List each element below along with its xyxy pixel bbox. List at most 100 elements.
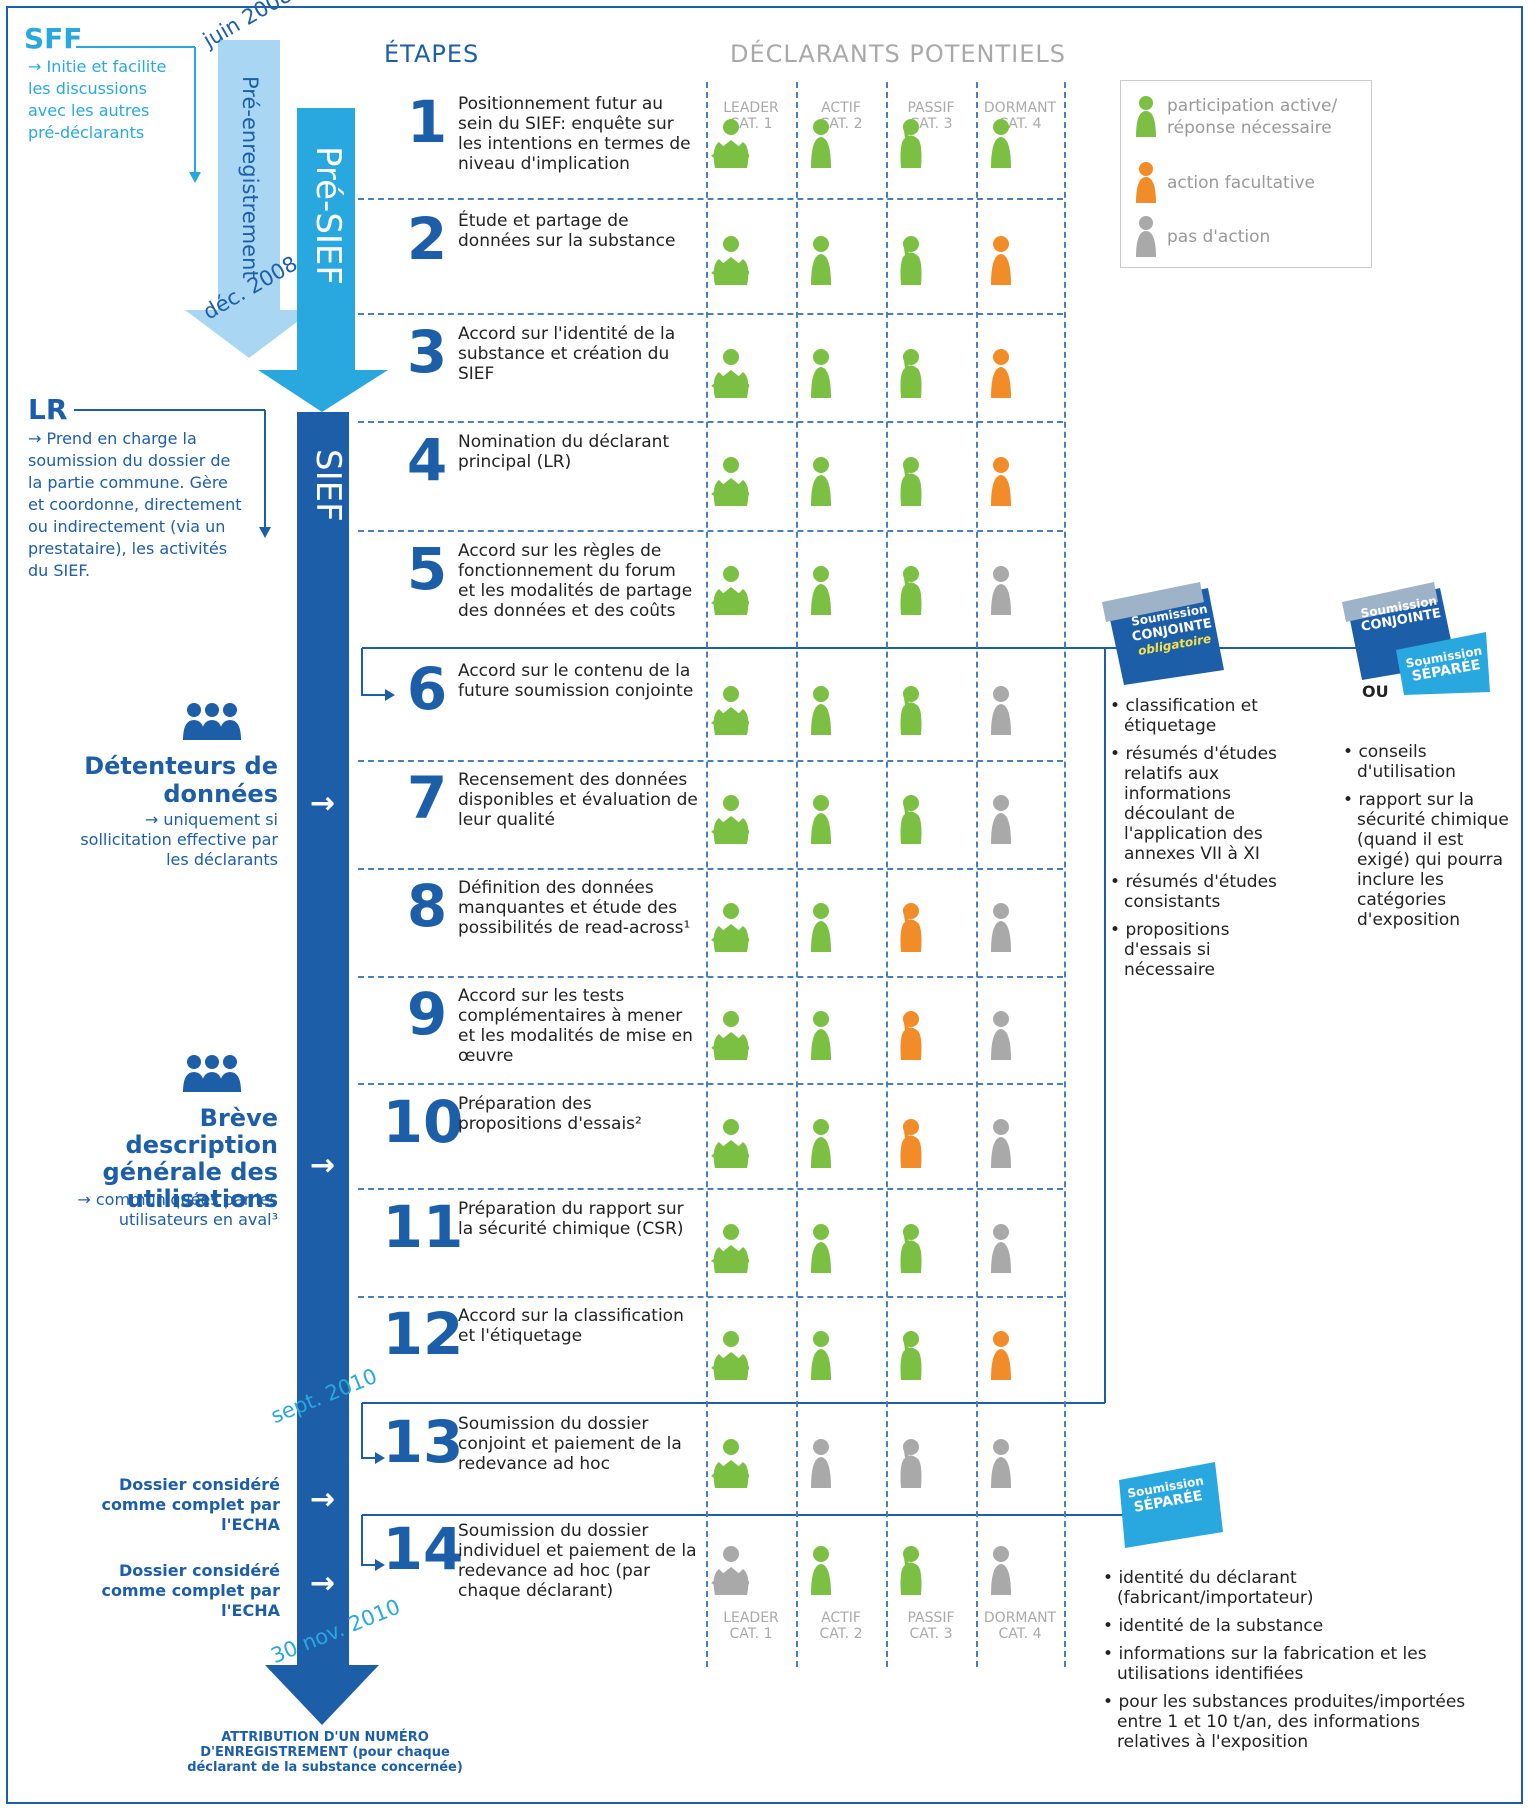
lr-line: → Prend en charge la: [28, 429, 197, 448]
bullets-conjointe: • classification et étiquetage • résumés…: [1110, 696, 1290, 988]
folder-separee-icon: [1119, 1462, 1223, 1548]
legend-item-active: participation active/ réponse nécessaire: [1135, 95, 1357, 139]
person-green-icon: [711, 1011, 749, 1060]
col-cat: CAT. 4: [998, 116, 1042, 132]
step-text: Recensement des données disponibles et é…: [458, 770, 698, 830]
person-green-icon: [811, 1224, 831, 1273]
step-text: Accord sur les règles de fonctionnement …: [458, 541, 693, 621]
row-divider: [358, 313, 1063, 315]
lr-line: la partie commune. Gère: [28, 473, 228, 492]
col-name: LEADER: [723, 1610, 779, 1626]
col-cat: CAT. 3: [909, 1626, 953, 1642]
step-text: Définition des données manquantes et étu…: [458, 878, 691, 938]
person-green-icon: [900, 1224, 922, 1273]
step-text: Soumission du dossier individuel et paie…: [458, 1521, 697, 1601]
step-text: Positionnement futur au sein du SIEF: en…: [458, 94, 691, 174]
person-green-icon: [811, 457, 831, 506]
col-cat: CAT. 1: [729, 1626, 773, 1642]
col-name: ACTIF: [821, 100, 861, 116]
person-green-icon: [811, 1119, 831, 1168]
arrow-right-icon: →: [310, 1482, 336, 1517]
person-green-icon: [711, 1119, 749, 1168]
lr-text: → Prend en charge la soumission du dossi…: [28, 428, 258, 582]
person-green-icon: [711, 566, 749, 615]
grid-vline: [1064, 82, 1066, 1667]
legend-label: pas d'action: [1167, 227, 1271, 247]
bullets-separee: • conseils d'utilisation • rapport sur l…: [1343, 742, 1513, 938]
person-grey-icon: [811, 1439, 831, 1488]
bullet-text: résumés d'études relatifs aux informatio…: [1124, 744, 1277, 864]
row-divider: [358, 530, 1063, 532]
person-green-icon: [900, 566, 922, 615]
bullet-text: conseils d'utilisation: [1357, 742, 1456, 782]
step-number: 5: [406, 535, 448, 603]
person-grey-icon: [991, 1546, 1011, 1595]
person-grey-icon: [711, 1546, 749, 1595]
bullet-text: propositions d'essais si nécessaire: [1124, 920, 1230, 980]
step-text: Préparation des propositions d'essais²: [458, 1094, 642, 1134]
arrow-right-icon: →: [310, 786, 336, 821]
step-number: 11: [382, 1193, 464, 1261]
person-green-icon: [711, 795, 749, 844]
bullet-text: classification et étiquetage: [1124, 696, 1258, 736]
bullet-item: • propositions d'essais si nécessaire: [1110, 920, 1230, 980]
group-people-icon: [183, 703, 241, 740]
lr-line: ou indirectement (via un: [28, 517, 226, 536]
grid-vline: [796, 82, 798, 1667]
legend-label: participation active/ réponse nécessaire: [1167, 96, 1338, 138]
person-green-icon: [811, 1546, 831, 1595]
person-green-icon: [900, 457, 922, 506]
person-orange-icon: [991, 349, 1011, 398]
bullet-text: identité de la substance: [1118, 1616, 1324, 1636]
person-green-icon: [811, 566, 831, 615]
col-name: ACTIF: [821, 1610, 861, 1626]
ou-label: OU: [1362, 682, 1389, 701]
person-orange-icon: [900, 1119, 922, 1168]
bullet-item: • classification et étiquetage: [1110, 696, 1258, 736]
person-green-icon: [811, 1011, 831, 1060]
person-green-icon: [711, 457, 749, 506]
bullet-item: • identité du déclarant (fabricant/impor…: [1103, 1568, 1314, 1608]
sff-line: les discussions: [28, 79, 147, 98]
step-number: 13: [382, 1408, 464, 1476]
col-cat: CAT. 4: [998, 1626, 1042, 1642]
col-name: DORMANT: [983, 1610, 1057, 1626]
legend-item-optional: action facultative: [1135, 161, 1315, 205]
person-green-icon: [811, 236, 831, 285]
person-green-icon: [811, 795, 831, 844]
step-number: 8: [406, 872, 448, 940]
step-text: Étude et partage de données sur la subst…: [458, 211, 676, 251]
grid-vline: [886, 82, 888, 1667]
person-green-icon: [900, 1546, 922, 1595]
person-green-icon: [711, 1224, 749, 1273]
person-grey-icon: [1136, 216, 1156, 257]
person-orange-icon: [991, 236, 1011, 285]
person-green-icon: [900, 795, 922, 844]
person-orange-icon: [900, 1011, 922, 1060]
person-green-icon: [991, 119, 1011, 168]
row-divider: [358, 868, 1063, 870]
bullet-item: • pour les substances produites/importée…: [1103, 1692, 1466, 1752]
detenteurs-text: → uniquement si sollicitation effective …: [80, 810, 278, 869]
person-green-icon: [900, 686, 922, 735]
sff-title: SFF: [24, 22, 83, 55]
lr-line: du SIEF.: [28, 561, 91, 580]
person-green-icon: [711, 236, 749, 285]
step-number: 7: [406, 764, 448, 832]
person-grey-icon: [900, 1439, 922, 1488]
step-text: Soumission du dossier conjoint et paieme…: [458, 1414, 682, 1474]
folder-conjointe-obligatoire-icon: [1102, 582, 1224, 685]
step-text: Préparation du rapport sur la sécurité c…: [458, 1199, 684, 1239]
person-green-icon: [811, 349, 831, 398]
person-green-icon: [711, 349, 749, 398]
grid-vline: [706, 82, 708, 1667]
bullet-item: • rapport sur la sécurité chimique (quan…: [1343, 790, 1509, 930]
arrow-right-icon: →: [310, 1148, 336, 1183]
person-grey-icon: [991, 1119, 1011, 1168]
bullet-text: pour les substances produites/importées …: [1117, 1692, 1466, 1752]
